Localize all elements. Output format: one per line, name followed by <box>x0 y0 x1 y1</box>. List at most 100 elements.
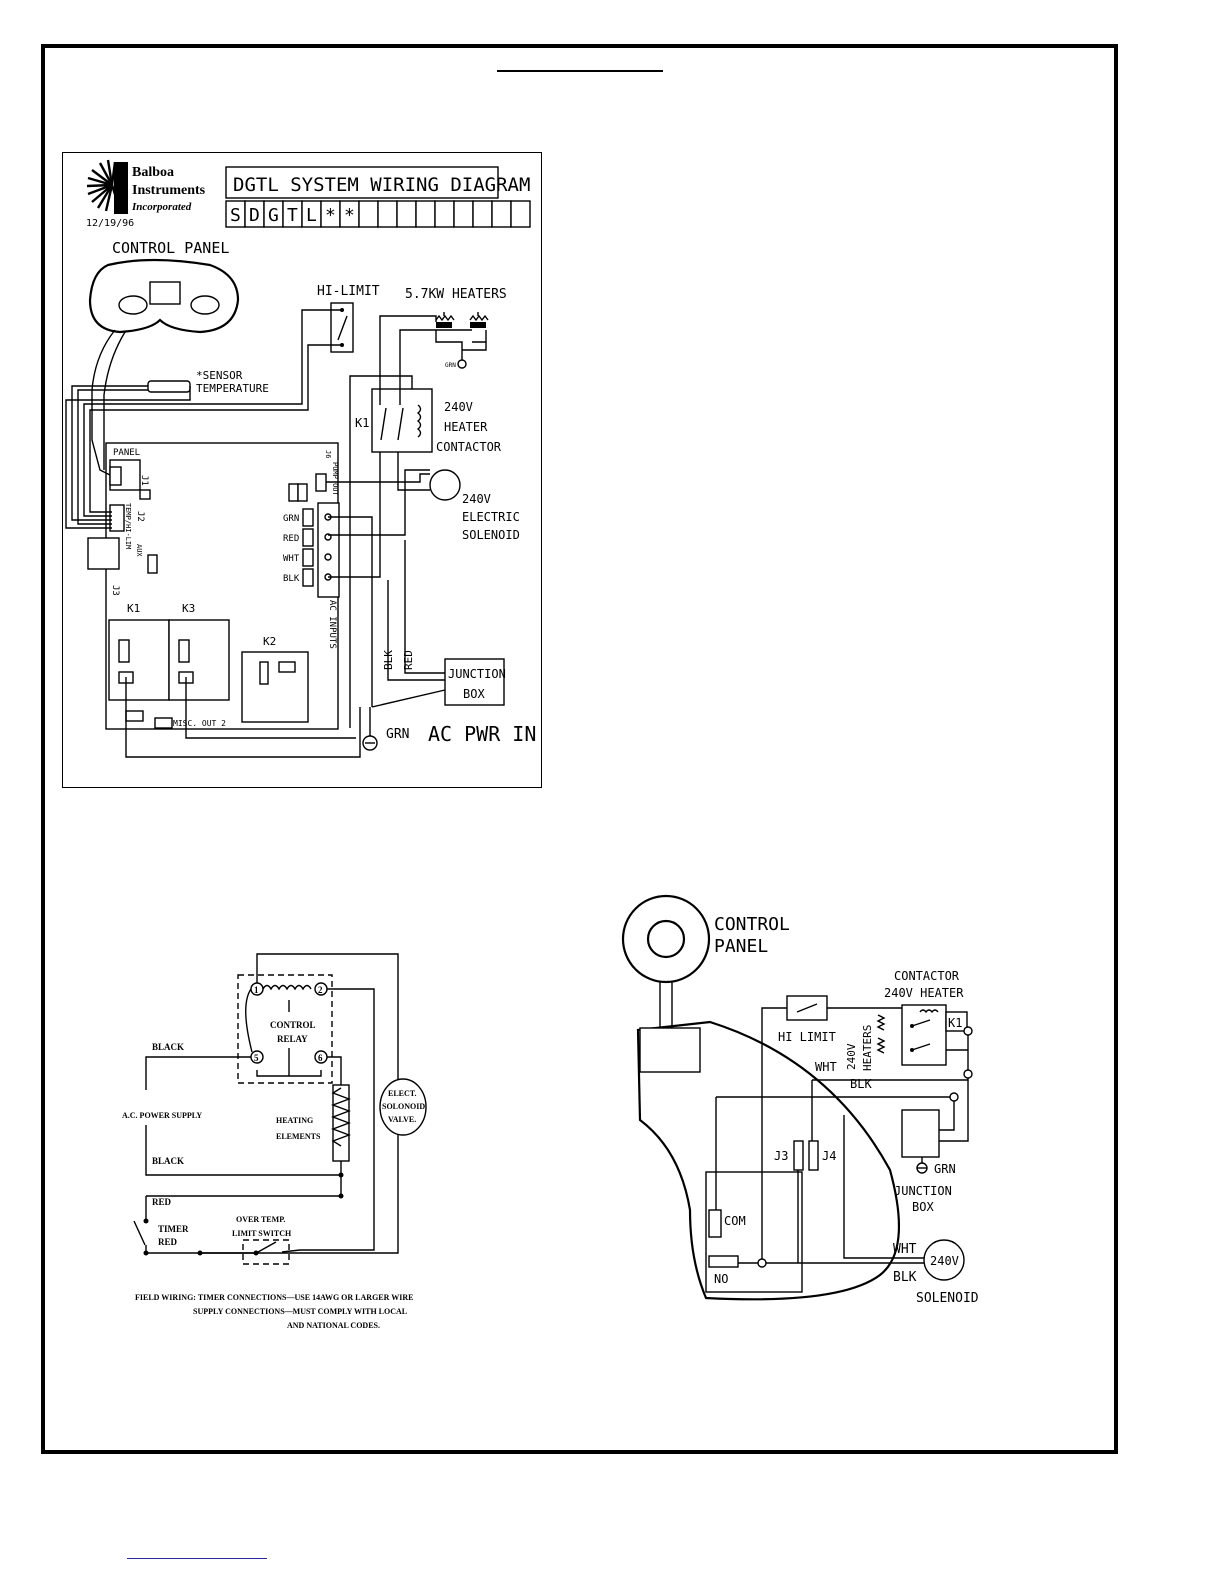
ground-label: GRN <box>934 1162 956 1176</box>
no-label: NO <box>714 1272 728 1286</box>
round-panel-wiring-diagram: CONTROL PANEL CONTACTOR 240V HEATER K1 H… <box>621 894 979 1306</box>
relay-wires <box>145 953 399 1254</box>
terminal-1-label: 1 <box>254 985 259 995</box>
dgtl-wiring-diagram: Balboa Instruments Incorporated 12/19/96… <box>65 159 536 758</box>
terminal-screw <box>324 553 332 561</box>
title-underline <box>497 70 663 72</box>
control-relay-enclosure <box>237 974 333 1084</box>
terminal-label: BLK <box>283 574 300 584</box>
contactor-label-3: CONTACTOR <box>436 440 502 454</box>
relay-k3 <box>168 619 230 701</box>
heater-contactor-box <box>371 388 433 453</box>
hi-limit-label: HI LIMIT <box>778 1030 836 1044</box>
heating-elements-label-2: ELEMENTS <box>276 1132 321 1141</box>
relay-k2 <box>241 651 309 723</box>
control-board-outline <box>636 1020 900 1301</box>
dgtl-diagram-border <box>62 152 542 788</box>
model-cell-text: D <box>249 205 260 226</box>
blk-bottom-label: BLK <box>893 1270 917 1285</box>
field-wiring-note-2: SUPPLY CONNECTIONS—MUST COMPLY WITH LOCA… <box>193 1307 407 1316</box>
j3-connector <box>87 537 120 570</box>
temp-hilim-label: TEMP/HI-LIM <box>124 503 132 549</box>
com-label: COM <box>724 1214 746 1228</box>
control-relay-wiring-diagram: 1 2 5 6 CONTROL RELAY BLACK A.C. POWER S… <box>122 953 427 1330</box>
terminal-label: GRN <box>283 514 299 524</box>
page-frame <box>41 44 1118 1454</box>
heating-elements-icon <box>331 1087 351 1147</box>
ac-power-in-label: AC PWR IN <box>428 722 536 746</box>
balboa-logo-icon <box>86 159 128 214</box>
j2-label: J2 <box>135 511 145 522</box>
model-cell-text: T <box>287 205 298 226</box>
control-relay-label-1: CONTROL <box>270 1020 316 1030</box>
model-cell <box>415 200 436 228</box>
terminal-6-label: 6 <box>318 1053 323 1063</box>
terminal-connector <box>302 508 314 527</box>
model-cell <box>358 200 379 228</box>
red-top-label: RED <box>152 1197 172 1207</box>
contactor-label-2: 240V HEATER <box>884 986 964 1000</box>
field-wiring-note-1: FIELD WIRING: TIMER CONNECTIONS—USE 14AW… <box>135 1293 414 1302</box>
relay-k1-label: K1 <box>127 602 140 615</box>
terminal-connector <box>302 528 314 547</box>
sensor-label: *SENSOR <box>196 369 243 382</box>
wht-top-label: WHT <box>815 1060 837 1074</box>
control-relay-label-2: RELAY <box>277 1034 308 1044</box>
red-wire-label: RED <box>402 650 415 670</box>
model-cell <box>434 200 455 228</box>
heater-symbol-icon <box>876 1014 886 1054</box>
j4-label: J4 <box>822 1149 836 1163</box>
j1-label: J1 <box>139 475 149 486</box>
contactor-label-1: CONTACTOR <box>894 969 960 983</box>
round-panel-wires <box>715 1007 969 1264</box>
ground-label: GRN <box>386 727 409 742</box>
panel-connector-label: PANEL <box>113 448 140 458</box>
hi-limit-label: HI-LIMIT <box>317 284 380 299</box>
heaters-label-1: 240V <box>845 1043 858 1070</box>
brand-name-2: Instruments <box>132 183 206 198</box>
solenoid-label: SOLENOID <box>916 1291 979 1306</box>
ac-inputs-terminal-block <box>317 502 340 598</box>
j3-label: J3 <box>110 585 120 596</box>
red-bottom-label: RED <box>158 1237 178 1247</box>
junction-label-1: JUNCTION <box>448 667 506 681</box>
over-temp-label-1: OVER TEMP. <box>236 1215 285 1224</box>
model-cell-text: L <box>306 205 317 226</box>
model-cell <box>491 200 512 228</box>
footer-link-underline <box>127 1558 267 1559</box>
heater-ground-icon <box>457 359 467 369</box>
terminal-label: WHT <box>283 554 300 564</box>
relay-k3-label: K3 <box>182 602 195 615</box>
heating-elements-label-1: HEATING <box>276 1116 313 1125</box>
temp-hilim-connector <box>109 504 125 532</box>
heater-contactor <box>901 1004 947 1066</box>
terminal-connector <box>302 548 314 567</box>
solenoid-label-3: SOLENOID <box>462 528 520 542</box>
relay-board <box>705 1171 803 1293</box>
model-cell <box>472 200 493 228</box>
contactor-label-2: HEATER <box>444 420 488 434</box>
timer-switch-icon <box>133 1220 146 1246</box>
j6-label: J6 <box>324 450 332 458</box>
model-cell <box>377 200 398 228</box>
valve-label-3: VALVE. <box>388 1115 416 1124</box>
field-wiring-note-3: AND NATIONAL CODES. <box>287 1321 380 1330</box>
terminal-2-label: 2 <box>318 985 323 995</box>
black-bottom-label: BLACK <box>152 1156 184 1166</box>
solenoid-label-2: ELECTRIC <box>462 510 520 524</box>
junction-label-1: JUNCTION <box>894 1184 952 1198</box>
electric-solenoid <box>429 469 461 501</box>
heaters-label-2: HEATERS <box>861 1025 874 1071</box>
valve-label-2: SOLONOID <box>382 1102 425 1111</box>
brand-name-3: Incorporated <box>131 201 192 213</box>
pump-out-label: PUMP OUT <box>331 462 339 497</box>
ac-inputs-label: AC INPUTS <box>327 600 337 649</box>
wht-bottom-label: WHT <box>893 1242 917 1257</box>
junction-box <box>901 1109 940 1158</box>
contactor-label-1: 240V <box>444 400 473 414</box>
panel-plug <box>639 1027 701 1073</box>
model-cell <box>510 200 531 228</box>
diagram-title: DGTL SYSTEM WIRING DIAGRAM <box>233 174 530 196</box>
relay-k2-label: K2 <box>263 635 276 648</box>
